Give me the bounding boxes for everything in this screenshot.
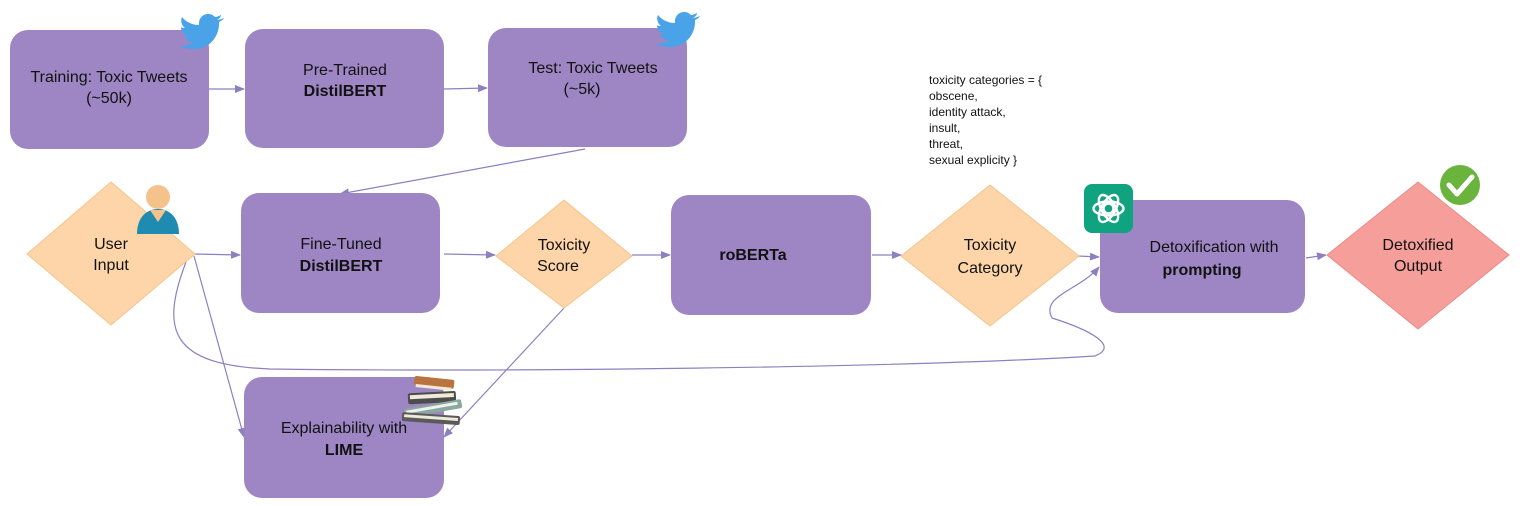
toxicity-note-line: sexual explicity }: [929, 153, 1018, 167]
user-input-label-1: User: [94, 236, 128, 253]
training-label-1: Training: Toxic Tweets: [30, 69, 187, 86]
checkmark-icon: [1440, 165, 1480, 205]
detox-label-2: prompting: [1162, 262, 1241, 279]
detoxified-output-label-2: Output: [1394, 258, 1443, 275]
toxicity-category-label-1: Toxicity: [964, 237, 1016, 254]
node-training: Training: Toxic Tweets (~50k): [10, 30, 209, 149]
pretrained-label-2: DistilBERT: [304, 83, 387, 100]
edge-finetuned-to-score: [443, 250, 496, 259]
edge-category-to-detox: [1077, 252, 1100, 261]
edges: [173, 84, 1327, 438]
node-toxicity-category: Toxicity Category: [900, 184, 1080, 327]
edge-score-to-explainability: [443, 307, 565, 438]
test-box: [488, 28, 687, 147]
explainability-label-1: Explainability with: [281, 420, 407, 437]
detoxified-output-label-1: Detoxified: [1382, 237, 1453, 254]
toxicity-score-label-1: Toxicity: [538, 237, 590, 254]
edge-test-to-finetuned: [339, 148, 586, 197]
toxicity-note-line: threat,: [929, 137, 964, 151]
toxicity-note-line: obscene,: [929, 89, 978, 103]
user-icon: [137, 185, 179, 234]
edge-input-to-explainability: [193, 255, 246, 438]
node-detoxified-output: Detoxified Output: [1326, 181, 1510, 330]
toxicity-category-diamond: [900, 184, 1080, 327]
toxicity-note-line: identity attack,: [929, 105, 1006, 119]
detoxified-output-diamond: [1326, 181, 1510, 330]
edge-input-to-finetuned: [193, 250, 241, 259]
node-pretrained: Pre-Trained DistilBERT: [245, 29, 444, 148]
node-finetuned: Fine-Tuned DistilBERT: [241, 193, 440, 313]
node-explainability: Explainability with LIME: [244, 377, 444, 498]
toxicity-score-diamond: [495, 199, 633, 309]
toxicity-categories-note: toxicity categories = { obscene, identity …: [929, 72, 1042, 168]
toxicity-score-label-2: Score: [537, 258, 579, 275]
twitter-icon: [180, 14, 224, 49]
node-detox: Detoxification with prompting: [1100, 200, 1305, 313]
explainability-label-2: LIME: [325, 442, 364, 459]
toxicity-category-label-2: Category: [958, 260, 1023, 277]
roberta-label: roBERTa: [719, 247, 786, 264]
training-label-2: (~50k): [86, 90, 132, 107]
node-user-input: User Input: [26, 181, 196, 326]
node-test: Test: Toxic Tweets (~5k): [488, 28, 687, 147]
finetuned-box: [241, 193, 440, 313]
detox-label-1: Detoxification with: [1150, 239, 1279, 256]
edge-pretrained-to-test: [443, 84, 488, 93]
edge-input-to-detox: [173, 261, 1105, 371]
finetuned-label-2: DistilBERT: [300, 258, 383, 275]
node-toxicity-score: Toxicity Score: [495, 199, 633, 309]
openai-icon: [1084, 184, 1133, 233]
edge-detox-to-output: [1305, 252, 1327, 261]
test-label-2: (~5k): [564, 81, 601, 98]
explainability-box: [244, 377, 444, 498]
detox-box: [1100, 200, 1305, 313]
toxicity-note-line: toxicity categories = {: [929, 73, 1043, 87]
training-box: [10, 30, 209, 149]
pretrained-box: [245, 29, 444, 148]
pretrained-label-1: Pre-Trained: [303, 62, 387, 79]
roberta-box: [671, 195, 871, 315]
books-icon: [401, 376, 463, 425]
node-roberta: roBERTa: [671, 195, 871, 315]
user-input-label-2: Input: [93, 257, 129, 274]
toxicity-note-line: insult,: [929, 121, 961, 135]
finetuned-label-1: Fine-Tuned: [300, 236, 381, 253]
user-input-diamond: [26, 181, 196, 326]
twitter-icon: [656, 12, 700, 47]
test-label-1: Test: Toxic Tweets: [528, 60, 657, 77]
